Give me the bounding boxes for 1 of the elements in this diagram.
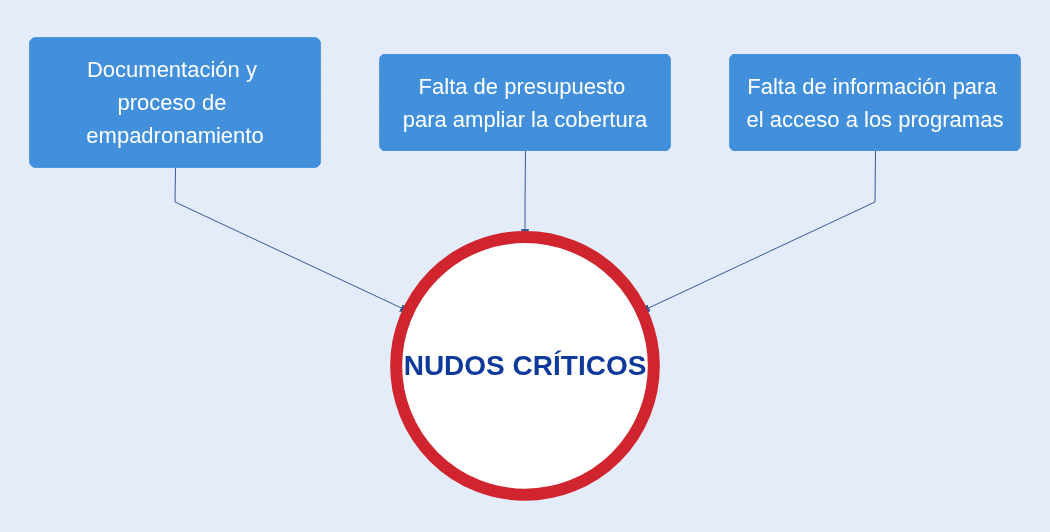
- node-circle: NUDOS CRÍTICOS: [390, 230, 660, 501]
